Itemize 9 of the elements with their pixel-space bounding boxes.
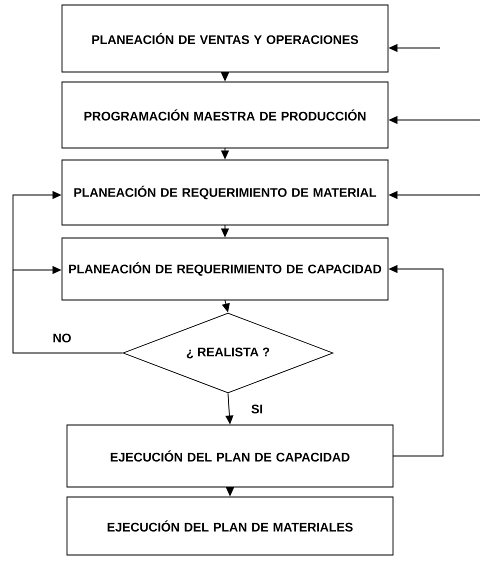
process-box: PROGRAMACIÓN MAESTRA DE PRODUCCIÓN xyxy=(62,82,388,148)
process-box: PLANEACIÓN DE REQUERIMIENTO DE CAPACIDAD xyxy=(62,238,388,300)
process-box: EJECUCIÓN DEL PLAN DE MATERIALES xyxy=(66,496,394,556)
process-box: PLANEACIÓN DE REQUERIMIENTO DE MATERIAL xyxy=(62,160,388,226)
process-box: PLANEACIÓN DE VENTAS Y OPERACIONES xyxy=(62,4,388,72)
edge-label: NO xyxy=(52,332,72,344)
arrow xyxy=(12,266,123,354)
edge-label: SI xyxy=(250,404,264,414)
process-box: EJECUCIÓN DEL PLAN DE CAPACIDAD xyxy=(66,424,394,488)
